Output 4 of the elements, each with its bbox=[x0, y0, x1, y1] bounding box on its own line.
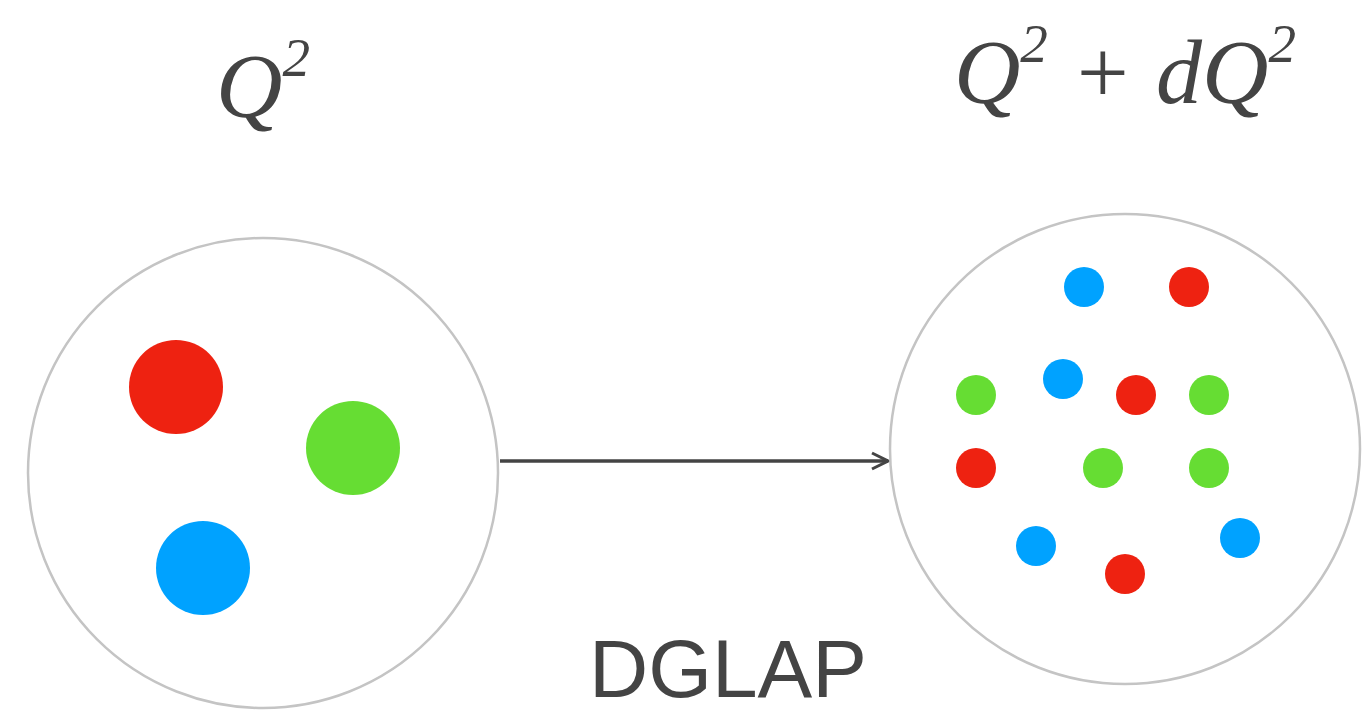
edge-label: DGLAP bbox=[589, 628, 867, 710]
formula-heading: Q$^{2}$ + dQ$^{2}$ bbox=[952, 26, 1298, 118]
arrow bbox=[500, 451, 890, 471]
formula-heading: Q$^{2}$ bbox=[214, 40, 311, 132]
